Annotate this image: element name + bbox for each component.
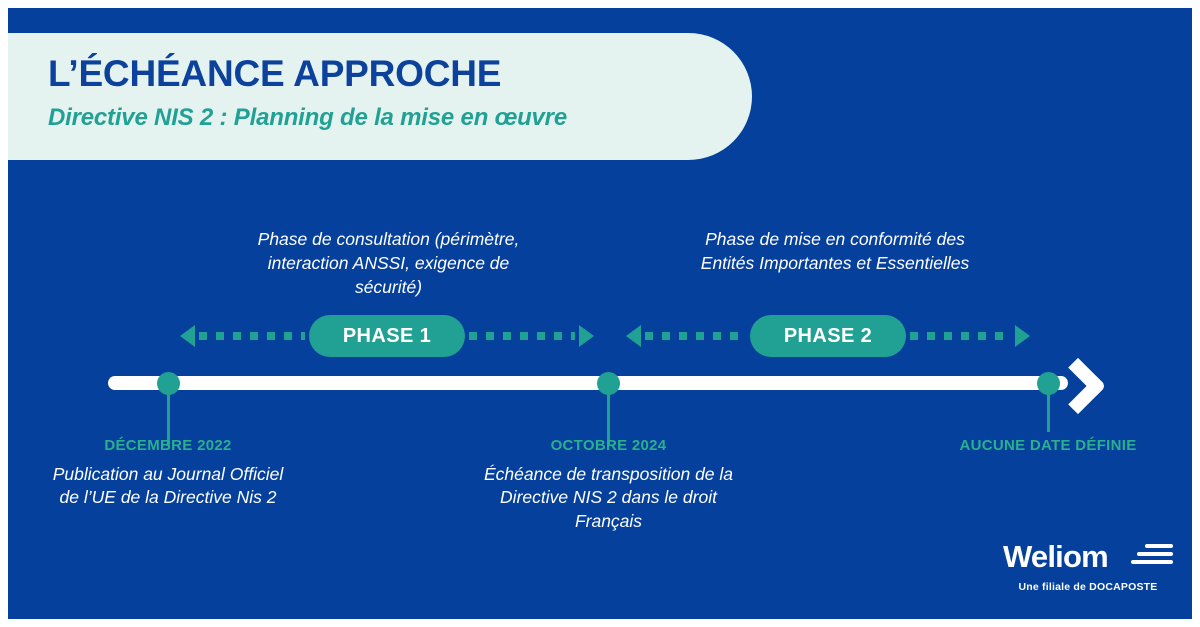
milestone-2-text: Échéance de transposition de la Directiv…: [483, 463, 734, 532]
infographic-poster: L’ÉCHÉANCE APPROCHE Directive NIS 2 : Pl…: [8, 8, 1192, 619]
weliom-logo: Weliom Une filiale de DOCAPOSTE: [1003, 541, 1173, 593]
node-connector-line: [1047, 382, 1050, 432]
logo-tagline: Une filiale de DOCAPOSTE: [1018, 581, 1158, 593]
dotted-line-segment: [199, 332, 305, 340]
dotted-line-segment: [469, 332, 576, 340]
node-dot-icon: [157, 372, 180, 395]
phase-1-range: PHASE 1: [180, 315, 595, 357]
phase-1-badge: PHASE 1: [308, 315, 466, 357]
arrow-right-icon: [1015, 325, 1031, 347]
arrow-left-icon: [626, 325, 641, 347]
header-banner: L’ÉCHÉANCE APPROCHE Directive NIS 2 : Pl…: [8, 33, 752, 160]
milestone-3-date: AUCUNE DATE DÉFINIE: [959, 437, 1137, 454]
milestone-3: AUCUNE DATE DÉFINIE: [953, 436, 1143, 463]
arrow-right-icon: [579, 325, 595, 347]
milestone-2: OCTOBRE 2024 Échéance de transposition d…: [481, 436, 736, 534]
dotted-line-segment: [910, 332, 1012, 340]
phase-2-badge: PHASE 2: [749, 315, 907, 357]
node-connector-line: [607, 382, 610, 446]
timeline-axis: [108, 376, 1068, 390]
node-dot-icon: [597, 372, 620, 395]
milestone-1-date: DÉCEMBRE 2022: [104, 437, 232, 454]
page-subtitle: Directive NIS 2 : Planning de la mise en…: [48, 103, 567, 131]
logo-wordmark: Weliom: [1003, 539, 1109, 574]
phase-2-range: PHASE 2: [626, 315, 1031, 357]
timeline-arrow-icon: [1049, 357, 1107, 415]
phase-2-description: Phase de mise en conformité des Entités …: [700, 229, 970, 273]
dotted-line-segment: [645, 332, 746, 340]
header-banner-content: L’ÉCHÉANCE APPROCHE Directive NIS 2 : Pl…: [48, 53, 708, 132]
arrow-left-icon: [180, 325, 195, 347]
phase-1-description: Phase de consultation (périmètre, intera…: [257, 229, 520, 297]
page-title: L’ÉCHÉANCE APPROCHE: [48, 53, 502, 94]
milestone-1: DÉCEMBRE 2022 Publication au Journal Off…: [43, 436, 293, 510]
milestone-1-text: Publication au Journal Officiel de l’UE …: [52, 463, 284, 508]
node-dot-icon: [1037, 372, 1060, 395]
milestone-2-date: OCTOBRE 2024: [550, 437, 667, 454]
logo-bars-icon: [1131, 544, 1173, 568]
node-connector-line: [167, 382, 170, 446]
